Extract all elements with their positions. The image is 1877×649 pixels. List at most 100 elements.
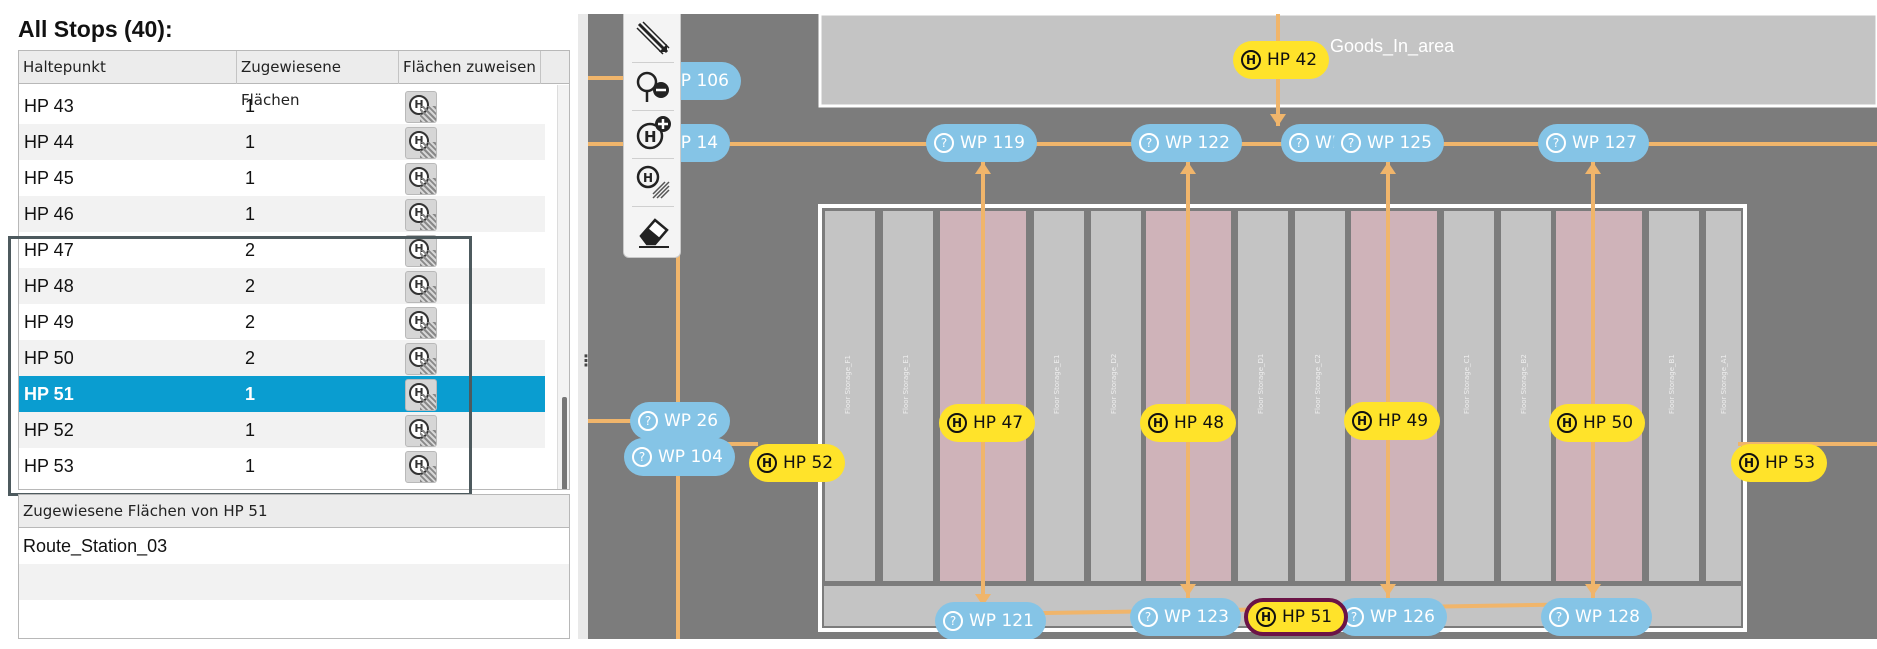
assign-area-icon[interactable]: H	[633, 162, 673, 202]
stop-h-icon: H	[409, 419, 429, 439]
assigned-count-cell: 1	[245, 168, 256, 188]
add-stop-icon[interactable]: H	[633, 114, 673, 154]
assign-area-button[interactable]: H	[405, 271, 437, 303]
stop-name-cell: HP 50	[24, 348, 74, 368]
waypoint-icon: ?	[1546, 133, 1566, 153]
table-scrollbar[interactable]	[557, 85, 569, 489]
waypoint-node[interactable]: ?WP 128	[1541, 598, 1652, 636]
splitter-grip-icon[interactable]: ⋮	[578, 351, 594, 370]
stop-label: HP 42	[1267, 50, 1318, 70]
column-header-stop[interactable]: Haltepunkt	[19, 51, 237, 84]
waypoint-node[interactable]: ? WP 127	[1538, 124, 1649, 162]
waypoint-node[interactable]: ?WP 119	[926, 124, 1037, 162]
lane-labels: Floor Storage_F1 Floor Storage_E1 Floor …	[844, 354, 1728, 414]
assigned-count-cell: 1	[245, 420, 256, 440]
stop-h-icon: H	[409, 275, 429, 295]
waypoint-label: WP 26	[664, 411, 719, 431]
stop-label: HP 53	[1765, 453, 1816, 473]
waypoint-icon: ?	[1549, 607, 1569, 627]
panel-title: All Stops (40):	[18, 16, 173, 42]
waypoint-node[interactable]: ?WP 104	[624, 438, 735, 476]
stop-h-icon: H	[409, 95, 429, 115]
waypoint-icon: ?	[638, 411, 658, 431]
panel-splitter[interactable]	[578, 14, 588, 639]
route-draw-icon[interactable]	[633, 18, 673, 58]
waypoint-label: WP 127	[1572, 133, 1637, 153]
assign-area-button[interactable]: H	[405, 127, 437, 159]
stop-name-cell: HP 47	[24, 240, 74, 260]
column-header-assign[interactable]: Flächen zuweisen	[399, 51, 541, 84]
stop-node[interactable]: H HP 53	[1731, 444, 1828, 482]
stop-icon: H	[1256, 607, 1276, 627]
remove-waypoint-icon[interactable]	[633, 66, 673, 106]
svg-text:Floor Storage_B1: Floor Storage_B1	[1668, 354, 1676, 414]
assign-area-button[interactable]: H	[405, 307, 437, 339]
stop-label: HP 49	[1378, 411, 1429, 431]
table-row[interactable]: HP 47 2 H	[19, 232, 545, 268]
assign-area-button[interactable]: H	[405, 199, 437, 231]
stop-h-icon: H	[409, 455, 429, 475]
assigned-count-cell: 1	[245, 132, 256, 152]
waypoint-icon: ?	[1138, 607, 1158, 627]
assign-area-button[interactable]: H	[405, 451, 437, 483]
assign-area-button[interactable]: H	[405, 91, 437, 123]
assign-area-button[interactable]: H	[405, 235, 437, 267]
stop-icon: H	[1148, 413, 1168, 433]
storage-lanes	[825, 211, 1741, 581]
assigned-area-item[interactable]: Route_Station_03	[23, 536, 168, 556]
waypoint-node[interactable]: ? WP 26	[630, 402, 731, 440]
stop-name-cell: HP 49	[24, 312, 74, 332]
waypoint-node[interactable]: ?WP 122	[1131, 124, 1242, 162]
svg-text:Floor Storage_D2: Floor Storage_D2	[1110, 354, 1118, 414]
stop-label: HP 48	[1174, 413, 1225, 433]
stop-h-icon: H	[409, 311, 429, 331]
stop-node[interactable]: H HP 48	[1140, 404, 1237, 442]
waypoint-node[interactable]: ?WP 125	[1333, 124, 1444, 162]
scroll-thumb[interactable]	[562, 397, 567, 489]
stop-label: HP 50	[1583, 413, 1634, 433]
stop-icon: H	[1352, 411, 1372, 431]
stop-h-icon: H	[409, 203, 429, 223]
assign-area-button[interactable]: H	[405, 343, 437, 375]
waypoint-node[interactable]: ?WP 121	[935, 602, 1046, 639]
eraser-icon[interactable]	[633, 210, 673, 250]
waypoint-node[interactable]: ?WP 126	[1336, 598, 1447, 636]
stop-name-cell: HP 53	[24, 456, 74, 476]
assigned-count-cell: 2	[245, 276, 256, 296]
waypoint-label: WP 125	[1367, 133, 1432, 153]
stop-icon: H	[1739, 453, 1759, 473]
assigned-count-cell: 2	[245, 240, 256, 260]
map-toolbar: H H	[623, 14, 681, 258]
svg-text:H: H	[644, 128, 657, 146]
assign-area-button[interactable]: H	[405, 379, 437, 411]
waypoint-node[interactable]: ?WP 123	[1130, 598, 1241, 636]
assign-area-button[interactable]: H	[405, 415, 437, 447]
route-map[interactable]: Floor Storage_F1 Floor Storage_E1 Floor …	[588, 14, 1877, 639]
svg-text:Floor Storage_D1: Floor Storage_D1	[1257, 354, 1265, 414]
goods-in-area	[818, 14, 1877, 108]
stop-node[interactable]: H HP 49	[1344, 402, 1441, 440]
assigned-count-cell: 1	[245, 204, 256, 224]
assigned-count-cell: 1	[245, 96, 256, 116]
stop-node[interactable]: H HP 50	[1549, 404, 1646, 442]
stop-icon: H	[1557, 413, 1577, 433]
assigned-areas-header: Zugewiesene Flächen von HP 51	[19, 495, 569, 528]
stop-h-icon: H	[409, 347, 429, 367]
stop-name-cell: HP 51	[24, 384, 74, 404]
assign-area-button[interactable]: H	[405, 163, 437, 195]
column-header-assigned[interactable]: Zugewiesene Flächen	[237, 51, 399, 109]
